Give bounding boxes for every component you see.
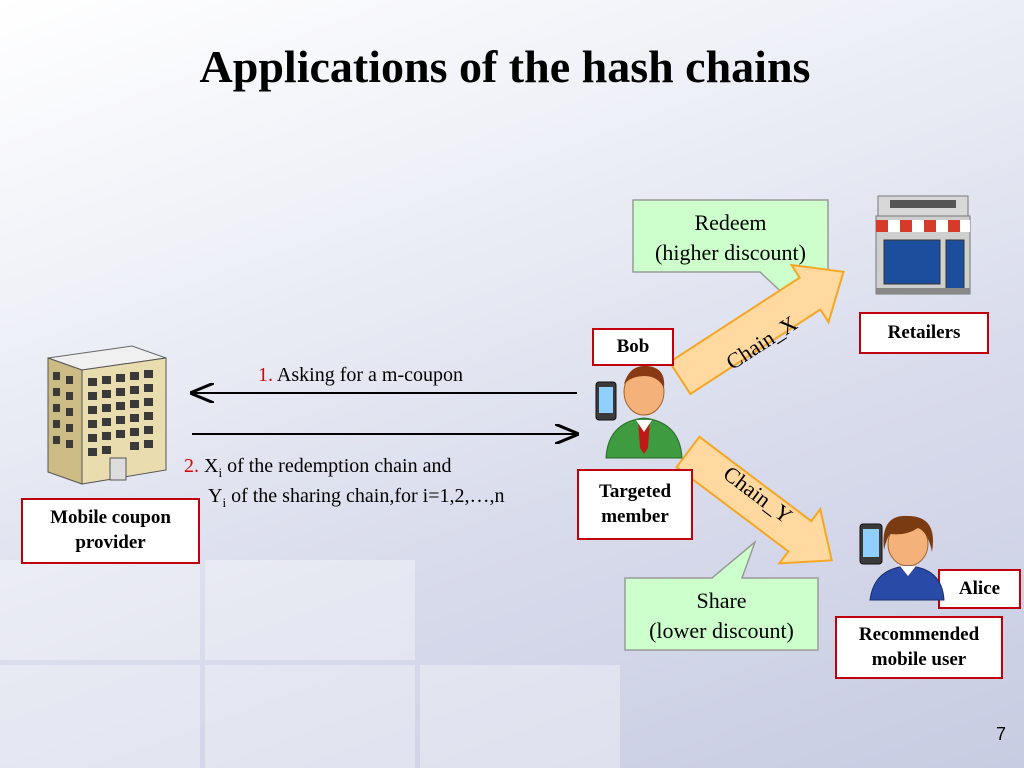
alice-label-text: Alice (958, 577, 1001, 599)
background-tile (205, 560, 415, 660)
recommended-user-text: Recommended mobile user (858, 623, 980, 670)
page-number: 7 (995, 724, 1006, 744)
message-2-y-var: Y (208, 485, 223, 508)
background-tile (205, 665, 415, 768)
provider-label-text: Mobile coupon provider (50, 507, 171, 553)
message-2: 2. Xi of the redemption chain and Yi of … (184, 452, 505, 512)
background-tile (0, 560, 200, 660)
chain-x-arrow (668, 263, 845, 396)
storefront-icon (875, 195, 971, 295)
message-2-line1: of the redemption chain and (227, 455, 452, 477)
recommended-user-label: Recommended mobile user (835, 616, 1003, 679)
targeted-member-label: Targeted member (577, 469, 693, 540)
message-2-number: 2. (184, 455, 199, 477)
share-label: Share (696, 588, 747, 613)
message-2-x-var: X (204, 455, 219, 477)
share-callout-shape (624, 539, 819, 651)
redeem-callout: Redeem (higher discount) (633, 208, 828, 267)
alice-person-icon (859, 515, 945, 601)
alice-label: Alice (938, 569, 1021, 609)
share-discount-label: (lower discount) (649, 617, 794, 643)
message-1-text: Asking for a m-coupon (276, 364, 463, 386)
office-building-icon (47, 345, 167, 485)
background-tile (0, 665, 200, 768)
retailers-label: Retailers (859, 312, 989, 354)
bob-label: Bob (592, 328, 674, 366)
redeem-label: Redeem (694, 210, 767, 235)
share-callout: Share (lower discount) (625, 586, 818, 645)
message-2-line2: of the sharing chain,for i=1,2,…,n (231, 485, 505, 508)
message-2-y-subscript: i (222, 495, 227, 511)
bob-person-icon (595, 365, 683, 459)
message-2-x-subscript: i (218, 465, 223, 480)
slide-title: Applications of the hash chains (199, 41, 811, 92)
background-tile (420, 665, 620, 768)
message-1: 1. Asking for a m-coupon (258, 364, 463, 387)
retailers-label-text: Retailers (887, 321, 961, 343)
targeted-member-text: Targeted member (598, 480, 672, 527)
message-1-number: 1. (258, 364, 273, 386)
redeem-discount-label: (higher discount) (655, 239, 806, 265)
provider-label: Mobile coupon provider (21, 498, 200, 564)
chain-y-arrow (675, 435, 833, 565)
bob-label-text: Bob (616, 335, 650, 357)
